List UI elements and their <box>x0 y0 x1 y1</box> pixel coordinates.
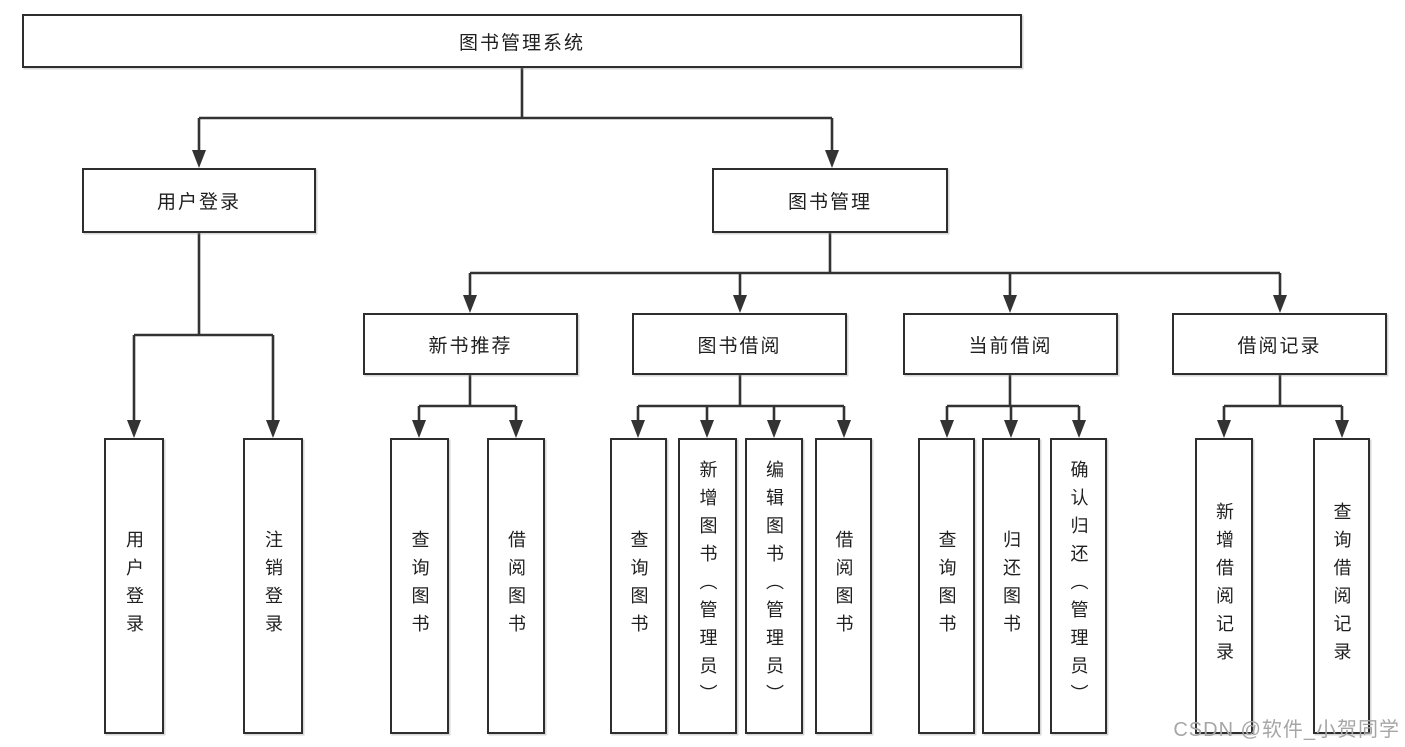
leaf-recommend-borrow-book: 借阅图书 <box>487 438 545 734</box>
arrowhead-icon <box>940 420 954 438</box>
arrowhead-icon <box>767 420 781 438</box>
arrowhead-icon <box>837 420 851 438</box>
node-book-borrow: 图书借阅 <box>632 313 847 375</box>
csdn-watermark: CSDN @软件_小贺同学 <box>1173 719 1400 741</box>
arrowhead-icon <box>1072 420 1086 438</box>
leaf-record-query-borrow-record: 查询借阅记录 <box>1313 438 1370 734</box>
arrowhead-icon <box>700 420 714 438</box>
arrowhead-icon <box>1273 295 1287 313</box>
node-book-management: 图书管理 <box>712 168 948 233</box>
arrowhead-icon <box>412 420 426 438</box>
arrowhead-icon <box>825 150 839 168</box>
arrowhead-icon <box>733 295 747 313</box>
leaf-borrow-query-book: 查询图书 <box>610 438 667 734</box>
arrowhead-icon <box>127 420 141 438</box>
arrowhead-icon <box>509 420 523 438</box>
node-borrow-record: 借阅记录 <box>1172 313 1387 375</box>
leaf-borrow-add-book-admin: 新增图书（管理员） <box>678 438 737 734</box>
arrowhead-icon <box>1004 420 1018 438</box>
leaf-current-return-book: 归还图书 <box>982 438 1040 734</box>
leaf-recommend-query-book: 查询图书 <box>390 438 449 734</box>
node-current-borrow: 当前借阅 <box>903 313 1118 375</box>
leaf-record-add-borrow-record: 新增借阅记录 <box>1195 438 1253 734</box>
node-root-library-system: 图书管理系统 <box>22 14 1022 68</box>
arrowhead-icon <box>631 420 645 438</box>
leaf-current-confirm-return-admin: 确认归还（管理员） <box>1050 438 1107 734</box>
leaf-current-query-book: 查询图书 <box>918 438 975 734</box>
arrowhead-icon <box>1003 295 1017 313</box>
node-user-login: 用户登录 <box>82 168 316 233</box>
arrowhead-icon <box>266 420 280 438</box>
leaf-borrow-edit-book-admin: 编辑图书（管理员） <box>745 438 803 734</box>
arrowhead-icon <box>1217 420 1231 438</box>
arrowhead-icon <box>1335 420 1349 438</box>
arrowhead-icon <box>192 150 206 168</box>
node-new-book-recommend: 新书推荐 <box>363 313 578 375</box>
leaf-user-login: 用户登录 <box>104 438 164 734</box>
arrowhead-icon <box>463 295 477 313</box>
leaf-borrow-borrow-book: 借阅图书 <box>815 438 872 734</box>
leaf-logout-login: 注销登录 <box>243 438 303 734</box>
